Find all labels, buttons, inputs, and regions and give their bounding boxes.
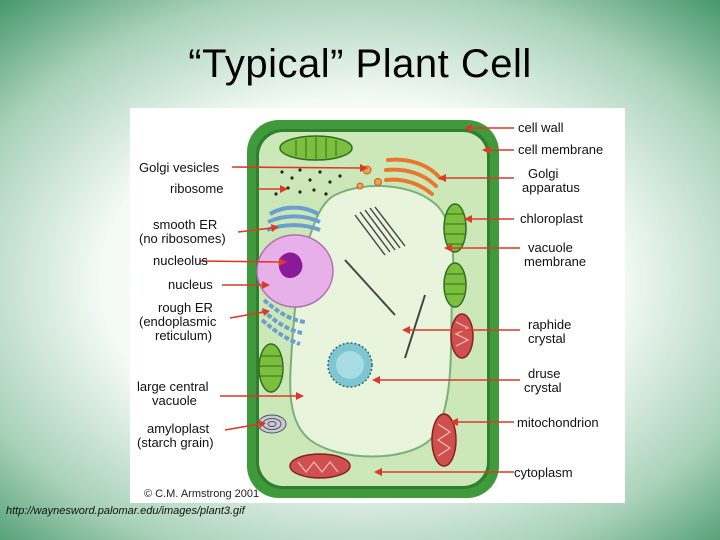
label-mitochondrion: mitochondrion <box>517 415 599 430</box>
label-large-central-vacuole: large central vacuole <box>137 379 212 408</box>
right-arrowheads <box>372 124 490 476</box>
label-vacuole-membrane: vacuole membrane <box>524 240 586 269</box>
golgi-apparatus-shape <box>384 157 442 196</box>
label-cytoplasm: cytoplasm <box>514 465 573 480</box>
druse-crystal-shape <box>327 342 373 388</box>
label-chloroplast: chloroplast <box>520 211 583 226</box>
label-raphide-crystal: raphide crystal <box>528 317 575 346</box>
nucleolus-shape <box>278 252 303 279</box>
mitochondria <box>289 313 474 479</box>
label-rough-er: rough ER (endoplasmic reticulum) <box>139 300 220 343</box>
label-golgi-vesicles: Golgi vesicles <box>139 160 220 175</box>
label-nucleus: nucleus <box>168 277 213 292</box>
label-smooth-er: smooth ER (no ribosomes) <box>139 217 226 246</box>
label-golgi-apparatus: Golgi apparatus <box>522 166 580 195</box>
label-druse-crystal: druse crystal <box>524 366 564 395</box>
source-url: http://waynesword.palomar.edu/images/pla… <box>6 505 245 517</box>
label-amyloplast: amyloplast (starch grain) <box>137 421 214 450</box>
raphide-crystals <box>344 206 426 359</box>
label-cell-wall: cell wall <box>518 120 564 135</box>
left-arrowheads <box>258 164 368 428</box>
label-ribosome: ribosome <box>170 181 223 196</box>
ribosomes <box>274 168 342 196</box>
copyright-text: © C.M. Armstrong 2001 <box>144 488 259 500</box>
label-nucleolus: nucleolus <box>153 253 208 268</box>
slide-title: “Typical” Plant Cell <box>188 42 532 86</box>
chloroplasts <box>258 135 467 393</box>
right-arrows <box>380 127 520 473</box>
left-arrows <box>199 166 361 431</box>
label-cell-membrane: cell membrane <box>518 142 603 157</box>
